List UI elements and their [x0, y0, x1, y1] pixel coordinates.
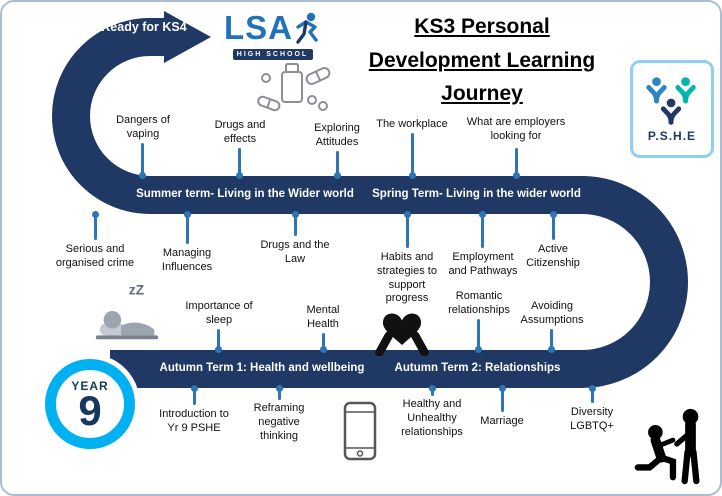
lsa-figure-icon: [296, 12, 318, 44]
topic-avoiding-assumptions-marker: [548, 329, 555, 353]
topic-mental-health-label: Mental Health: [306, 304, 340, 330]
topic-active-citizenship-label: Active Citizenship: [526, 243, 580, 269]
year-badge-number: 9: [78, 387, 102, 435]
topic-drugs-and-effects-marker: [236, 148, 243, 179]
band-autumn-term-1: Autumn Term 1: Health and wellbeing: [159, 362, 365, 374]
band-autumn-term-2: Autumn Term 2: Relationships: [394, 362, 561, 374]
topic-serious-organised-crime-label: Serious and organised crime: [55, 243, 135, 269]
topic-mental-health-marker: [320, 333, 327, 353]
band-spring-term: Spring Term- Living in the wider world: [372, 188, 581, 200]
topic-drugs-and-the-law-marker: [292, 211, 299, 236]
year-9-badge: YEAR 9: [45, 359, 135, 449]
topic-intro-yr9-pshe-label: Introduction to Yr 9 PSHE: [159, 408, 229, 434]
topic-managing-influences-marker: [184, 211, 191, 244]
topic-habits-strategies-label: Habits and strategies to support progres…: [377, 251, 437, 305]
topic-intro-yr9-pshe-marker: [191, 385, 198, 405]
ready-for-ks4-label: Ready for KS4: [101, 20, 187, 34]
page-title: KS3 Personal Development Learning Journe…: [332, 10, 632, 111]
topic-romantic-relationships-marker: [475, 319, 482, 353]
topic-employment-pathways-marker: [479, 211, 486, 248]
topic-what-employers-look-for-marker: [513, 148, 520, 179]
topic-healthy-unhealthy-label: Healthy and Unhealthy relationships: [401, 398, 463, 438]
title-line-3: Journey: [441, 82, 523, 106]
topic-drugs-and-effects-label: Drugs and effects: [214, 119, 266, 145]
lsa-logo-top: LSA: [224, 11, 321, 47]
topic-the-workplace-label: The workplace: [376, 118, 448, 130]
topic-reframing-thinking-marker: [276, 385, 283, 400]
lsa-school-banner: HIGH SCHOOL: [232, 49, 313, 60]
topic-romantic-relationships-label: Romantic relationships: [448, 290, 510, 316]
journey-arrowhead-icon: [164, 11, 211, 63]
topic-serious-organised-crime-marker: [92, 211, 99, 240]
topic-healthy-unhealthy-marker: [429, 385, 436, 396]
topic-the-workplace-marker: [409, 133, 416, 179]
topic-employment-pathways-label: Employment and Pathways: [448, 251, 518, 277]
topic-diversity-lgbtq-label: Diversity LGBTQ+: [570, 406, 614, 432]
year-badge-word: YEAR: [71, 379, 109, 394]
topic-what-employers-look-for-label: What are employers looking for: [466, 116, 566, 142]
topic-active-citizenship-marker: [550, 211, 557, 240]
pshe-logo: P.S.H.E: [630, 60, 714, 158]
topic-importance-of-sleep-label: Importance of sleep: [185, 300, 253, 326]
smartphone-icon: [343, 401, 377, 461]
journey-path: [52, 17, 688, 388]
topic-marriage-marker: [499, 385, 506, 412]
sleep-zz-text: zZ: [129, 282, 144, 297]
topic-dangers-of-vaping-marker: [139, 143, 146, 179]
topic-avoiding-assumptions-label: Avoiding Assumptions: [520, 300, 584, 326]
title-line-1: KS3 Personal: [414, 15, 550, 38]
topic-importance-of-sleep-marker: [215, 329, 222, 353]
pills-icon: [257, 63, 331, 112]
hands-heart-icon: [375, 313, 429, 356]
lsa-logo: LSA HIGH SCHOOL: [224, 11, 321, 60]
topic-marriage-label: Marriage: [480, 415, 524, 427]
sleeping-person-icon: zZ: [95, 282, 159, 340]
pshe-people-icon: [646, 77, 696, 125]
topic-exploring-attitudes-marker: [334, 151, 341, 179]
topic-reframing-thinking-label: Reframing negative thinking: [253, 402, 305, 442]
lsa-logo-text: LSA: [224, 9, 293, 46]
topic-drugs-and-the-law-label: Drugs and the Law: [260, 239, 330, 265]
band-summer-term: Summer term- Living in the Wider world: [136, 188, 354, 200]
title-line-2: Development Learning: [368, 48, 596, 72]
proposal-couple-icon: [634, 408, 700, 485]
pshe-label: P.S.H.E: [647, 129, 697, 143]
topic-managing-influences-label: Managing Influences: [161, 247, 213, 273]
topic-habits-strategies-marker: [404, 211, 411, 248]
topic-exploring-attitudes-label: Exploring Attitudes: [314, 122, 360, 148]
topic-dangers-of-vaping-label: Dangers of vaping: [116, 114, 170, 140]
topic-diversity-lgbtq-marker: [589, 385, 596, 403]
